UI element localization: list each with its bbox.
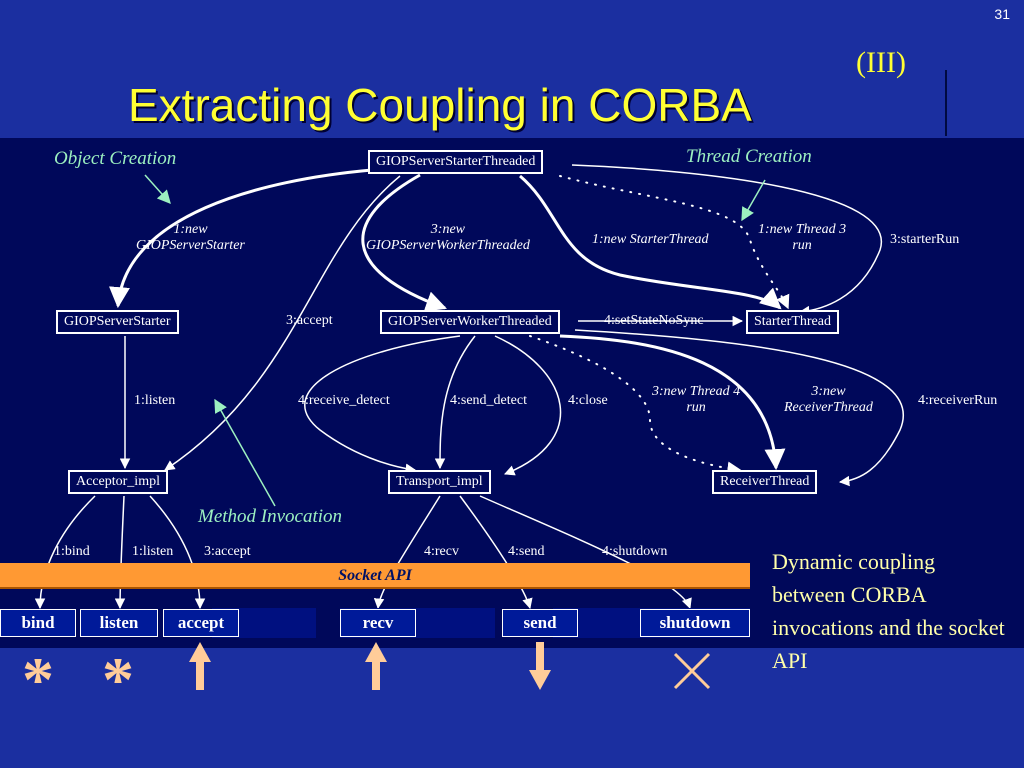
api-bind: bind — [0, 609, 76, 637]
annotation-method-invocation: Method Invocation — [198, 506, 343, 527]
label-accept: 3:accept — [286, 313, 333, 328]
annotation-object-creation: Object Creation — [54, 148, 177, 169]
node-receiver-thread: ReceiverThread — [712, 470, 818, 494]
socket-api-label: Socket API — [338, 567, 412, 584]
caption: Dynamic coupling between CORBA invocatio… — [772, 549, 1005, 673]
edge-receive-detect — [304, 335, 461, 474]
slide-title: Extracting Coupling in CORBA — [128, 79, 752, 131]
edge-starter-run — [571, 164, 883, 317]
edge-accept — [164, 175, 401, 471]
pointer-object-creation — [144, 174, 171, 205]
edge-new-starter-thread — [519, 174, 782, 310]
label-listen: 1:listen — [134, 393, 176, 408]
node-starter-thread: StarterThread — [746, 310, 839, 334]
label-sock-bind: 1:bind — [54, 544, 90, 559]
marker-listen-asterisk: * — [102, 644, 134, 715]
marker-bind-asterisk: * — [22, 644, 54, 715]
edge-new-giop-server-starter — [109, 168, 373, 309]
node-giop-server-starter-threaded: GIOPServerStarterThreaded — [368, 150, 544, 174]
api-recv: recv — [340, 609, 416, 637]
label-new-worker-threaded: 3:new GIOPServerWorkerThreaded — [366, 222, 530, 253]
edge-send-detect — [434, 335, 476, 470]
edge-sock-listen — [114, 495, 126, 610]
edge-sock-accept — [149, 495, 206, 610]
slide-number: 31 — [994, 6, 1010, 22]
label-new-giop-server-starter: 1:new GIOPServerStarter — [136, 222, 245, 253]
annotation-thread-creation: Thread Creation — [686, 146, 812, 167]
label-new-starter-thread: 1:new StarterThread — [592, 232, 709, 247]
label-sock-listen: 1:listen — [132, 544, 174, 559]
api-listen: listen — [80, 609, 158, 637]
pointer-thread-creation — [741, 179, 766, 222]
label-set-state-no-sync: 4:setStateNoSync — [604, 313, 704, 328]
label-receiver-run: 4:receiverRun — [918, 393, 998, 408]
node-giop-server-starter: GIOPServerStarter — [56, 310, 179, 334]
node-transport-impl: Transport_impl — [388, 470, 491, 494]
pointer-method-invocation — [214, 398, 276, 507]
title-divider — [945, 70, 947, 136]
edge-sock-bind — [34, 495, 96, 610]
api-send: send — [502, 609, 578, 637]
label-sock-shutdown: 4:shutdown — [602, 544, 668, 559]
label-sock-send: 4:send — [508, 544, 545, 559]
edge-receiver-run — [574, 329, 904, 487]
label-close: 4:close — [568, 393, 608, 408]
label-sock-accept: 3:accept — [204, 544, 251, 559]
label-send-detect: 4:send_detect — [450, 393, 527, 408]
node-acceptor-impl: Acceptor_impl — [68, 470, 168, 494]
socket-api-bar — [0, 563, 750, 589]
label-receive-detect: 4:receive_detect — [298, 393, 390, 408]
node-giop-server-worker-threaded: GIOPServerWorkerThreaded — [380, 310, 560, 334]
api-shutdown: shutdown — [640, 609, 750, 637]
label-new-receiver-thread: 3:new ReceiverThread — [784, 384, 873, 415]
title-suffix: (III) — [856, 46, 906, 79]
edge-sock-shutdown — [479, 495, 692, 609]
api-accept: accept — [163, 609, 239, 637]
label-sock-recv: 4:recv — [424, 544, 459, 559]
label-new-thread-4-run: 3:new Thread 4 run — [652, 384, 741, 415]
edge-close — [494, 335, 562, 476]
edge-thread-3-dotted — [559, 175, 790, 310]
label-new-thread-3-run: 1:new Thread 3 run — [758, 222, 847, 253]
edge-new-receiver-thread — [559, 334, 786, 471]
edge-thread-4-dotted — [529, 335, 742, 476]
edge-new-worker-threaded — [361, 173, 447, 312]
label-starter-run: 3:starterRun — [890, 232, 960, 247]
